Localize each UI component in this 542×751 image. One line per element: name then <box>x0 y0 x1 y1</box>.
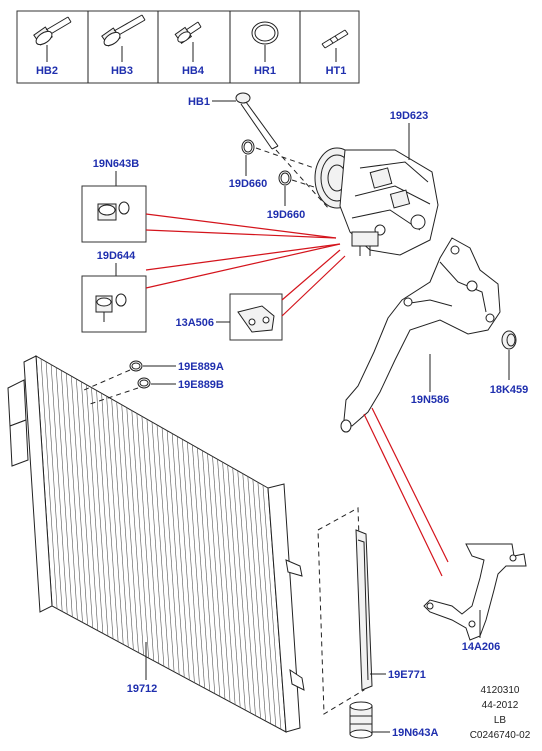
reference-code: C0246740-02 <box>470 730 531 741</box>
callout-19d660-lower: 19D660 <box>267 209 306 221</box>
legend-label-hb4: HB4 <box>182 65 205 77</box>
bolt-long-flange-icon <box>101 14 146 47</box>
bolt-short-icon <box>174 21 202 45</box>
dryer-plug-icon <box>97 201 130 221</box>
callout-19e771: 19E771 <box>388 669 426 681</box>
reference-number: 4120310 <box>481 685 520 696</box>
compressor-mounting-bracket <box>340 237 501 433</box>
callout-19n643a: 19N643A <box>392 727 439 739</box>
reference-market: LB <box>494 715 507 726</box>
o-ring-icon <box>251 21 279 45</box>
condenser-o-ring-a <box>129 360 143 372</box>
callout-19n643b: 19N643B <box>93 158 140 170</box>
ac-condenser <box>7 355 305 733</box>
callout-18k459: 18K459 <box>490 384 529 396</box>
callout-19d623: 19D623 <box>390 110 429 122</box>
callout-19n586: 19N586 <box>411 394 450 406</box>
ac-compressor <box>314 147 439 256</box>
bracket-bushing <box>501 330 517 350</box>
pipe-bracket <box>423 543 527 641</box>
callout-19d644: 19D644 <box>97 250 136 262</box>
receiver-dryer <box>355 529 373 691</box>
valve-box <box>81 275 147 333</box>
bolt-flange-icon <box>33 16 72 46</box>
o-ring-lower <box>278 170 292 186</box>
callout-19712: 19712 <box>127 683 158 695</box>
callout-14a206: 14A206 <box>462 641 501 653</box>
legend-label-hb2: HB2 <box>36 65 58 77</box>
reference-date: 44-2012 <box>482 700 519 711</box>
long-bolt-hb1 <box>235 92 331 211</box>
callout-13a506: 13A506 <box>175 317 214 329</box>
legend-label-hr1: HR1 <box>254 65 276 77</box>
pressure-valve-icon <box>95 293 127 322</box>
retaining-clip-icon <box>237 305 275 333</box>
legend-label-hb3: HB3 <box>111 65 133 77</box>
callout-19d660-upper: 19D660 <box>229 178 268 190</box>
legend-label-ht1: HT1 <box>326 65 347 77</box>
fastener-legend: HB2 HB3 HB4 HR1 HT1 <box>16 10 360 84</box>
o-ring-upper <box>241 139 255 155</box>
callout-19e889a: 19E889A <box>178 361 224 373</box>
condenser-fins <box>40 358 282 730</box>
callout-19e889b: 19E889B <box>178 379 224 391</box>
stud-icon <box>321 29 349 49</box>
callout-hb1: HB1 <box>188 96 210 108</box>
condenser-o-ring-b <box>137 377 151 389</box>
red-leaders <box>145 213 449 577</box>
dryer-plug-19n643a <box>349 701 373 739</box>
dryer-outline <box>317 507 365 715</box>
